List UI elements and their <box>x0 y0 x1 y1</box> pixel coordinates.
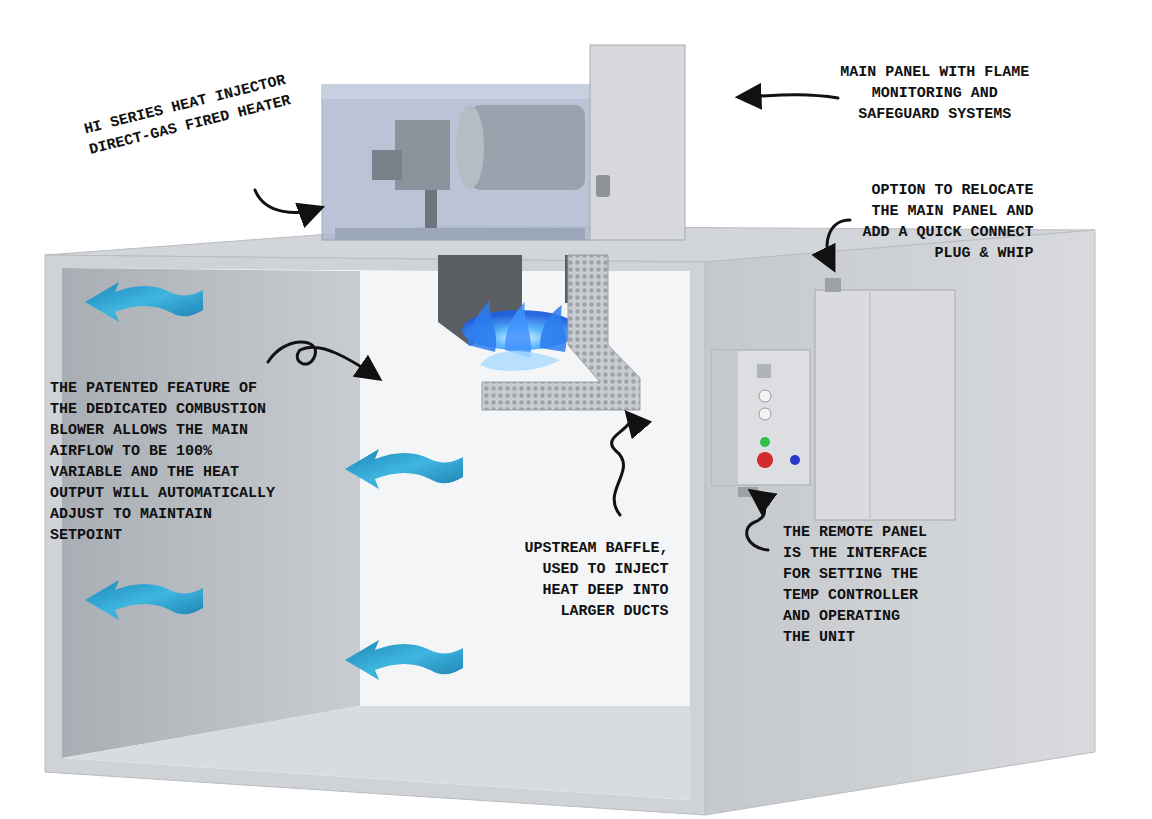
panel-latch <box>596 175 610 197</box>
heater-enclosure-top <box>322 85 594 99</box>
callout-label: UPSTREAM BAFFLE, USED TO INJECT HEAT DEE… <box>520 538 669 622</box>
main-panel <box>590 45 685 240</box>
panel-door-line <box>870 292 871 518</box>
gas-valve <box>372 150 402 180</box>
burner-flame <box>462 300 578 371</box>
leader-arrow <box>740 95 838 98</box>
gas-train <box>395 120 450 190</box>
heater-base <box>335 228 585 240</box>
airflow-arrow <box>85 282 203 322</box>
quick-connect-plug <box>825 278 841 292</box>
leader-arrow <box>612 414 631 515</box>
relocated-main-panel <box>815 290 955 520</box>
upstream-baffle <box>482 255 640 410</box>
panel-controls <box>738 364 800 497</box>
leader-arrow <box>827 220 850 268</box>
callout-label: THE REMOTE PANEL IS THE INTERFACE FOR SE… <box>783 522 932 648</box>
duct-side-face <box>705 230 1095 815</box>
airflow-arrow <box>345 640 463 680</box>
callout-label: HI SERIES HEAT INJECTOR DIRECT-GAS FIRED… <box>82 69 297 161</box>
leader-arrow <box>255 190 320 212</box>
combustion-blower <box>470 105 585 190</box>
airflow-arrow <box>85 580 203 620</box>
airflow-arrow <box>345 449 463 489</box>
duct-front-frame <box>45 255 705 815</box>
callout-label: THE PATENTED FEATURE OF THE DEDICATED CO… <box>50 378 289 546</box>
leader-arrow <box>747 492 768 550</box>
leader-arrow <box>268 342 378 378</box>
remote-panel-side <box>712 350 738 485</box>
callout-label: OPTION TO RELOCATE THE MAIN PANEL AND AD… <box>858 180 1034 264</box>
duct-floor <box>62 706 690 800</box>
heater-enclosure <box>322 85 594 240</box>
callout-label: MAIN PANEL WITH FLAME MONITORING AND SAF… <box>838 62 1032 125</box>
combustion-blower <box>456 105 484 189</box>
duct-back-wall <box>360 271 690 706</box>
remote-panel <box>712 350 810 485</box>
